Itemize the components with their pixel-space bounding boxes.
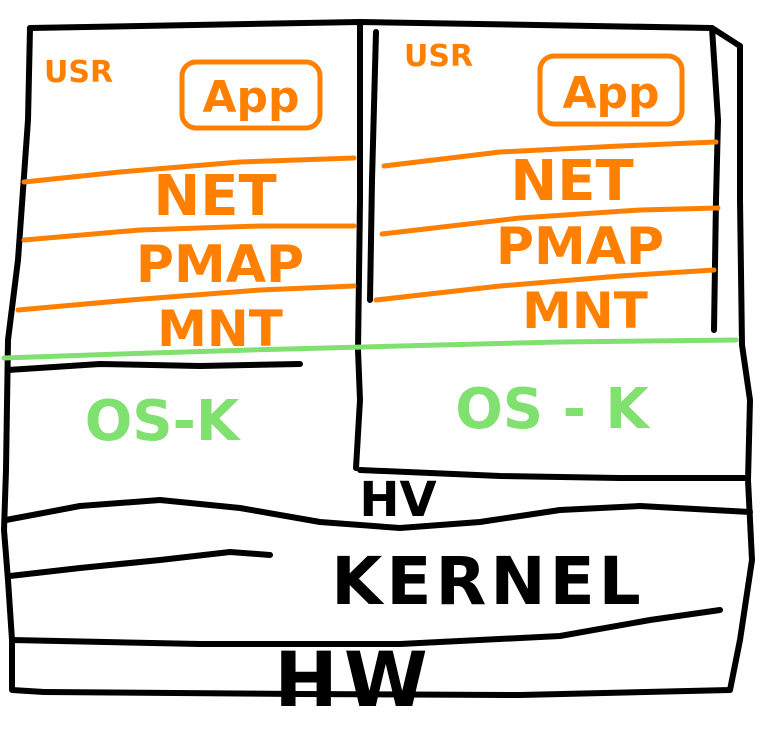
hardware-label: HW bbox=[274, 635, 433, 724]
right-app-box bbox=[537, 53, 685, 127]
left-net-label: NET bbox=[153, 164, 276, 229]
right-os-kernel-label: OS - K bbox=[455, 377, 651, 442]
left-os-kernel-label: OS-K bbox=[85, 389, 242, 454]
right-net-label: NET bbox=[510, 149, 633, 214]
hypervisor-label: HV bbox=[359, 472, 436, 528]
left-app-box bbox=[179, 59, 323, 131]
right-mnt-label: MNT bbox=[522, 282, 648, 340]
kernel-label: KERNEL bbox=[331, 543, 644, 620]
left-pmap-label: PMAP bbox=[136, 235, 304, 295]
right-app-label: App bbox=[562, 68, 659, 119]
left-app-label: App bbox=[202, 72, 299, 123]
left-vm-layer-lines bbox=[15, 155, 357, 313]
left-usr-label: USR bbox=[44, 55, 113, 90]
right-usr-label: USR bbox=[404, 39, 473, 74]
right-pmap-label: PMAP bbox=[496, 217, 664, 277]
diagram-outline bbox=[1, 19, 755, 698]
left-mnt-label: MNT bbox=[157, 300, 283, 358]
user-kernel-boundary bbox=[1, 337, 739, 361]
right-vm-layer-lines bbox=[373, 139, 721, 303]
